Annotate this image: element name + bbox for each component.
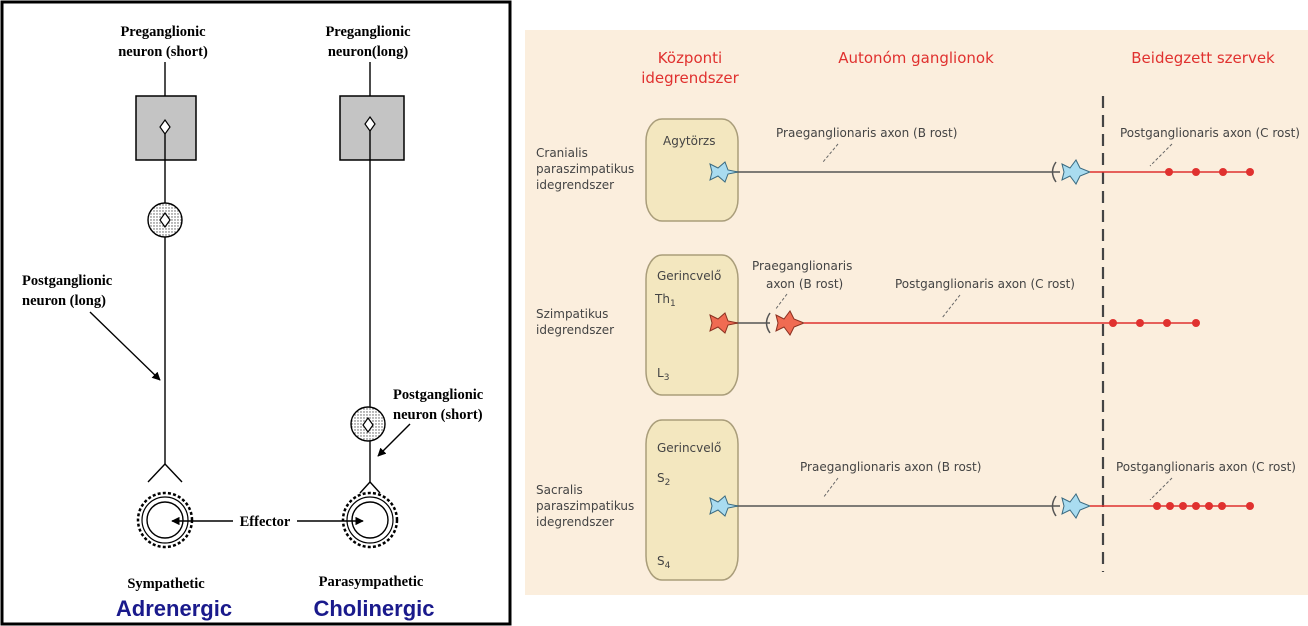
row1-varicosities — [1165, 168, 1254, 176]
row3-cns-label: Gerincvelő — [657, 441, 721, 455]
effector-sympathetic — [136, 491, 194, 549]
post-long-label-1: Postganglionic — [22, 273, 113, 289]
left-panel: Preganglionic neuron (short) Preganglion… — [0, 0, 512, 626]
row3-pre-label: Praeganglionaris axon (B rost) — [800, 460, 981, 474]
row2-cns-neuron — [709, 312, 739, 334]
row2-cns-label: Gerincvelő — [657, 269, 721, 283]
left-panel-border — [0, 0, 512, 626]
parasympathetic-label: Parasympathetic — [319, 574, 424, 590]
row1-system-3: idegrendszer — [536, 178, 614, 192]
row2-pre-pointer — [774, 293, 788, 311]
row1-synapse — [1051, 161, 1057, 183]
cns-cylinder-sacral — [645, 419, 739, 581]
row1-system-2: paraszimpatikus — [536, 162, 634, 176]
row1-pre-label: Praeganglionaris axon (B rost) — [776, 126, 957, 140]
effector-parasympathetic — [341, 491, 399, 549]
row1-system-1: Cranialis — [536, 146, 588, 160]
ganglion-marker-2 — [362, 416, 374, 434]
row3-cns-top-segment: S2 — [657, 471, 670, 488]
sympathetic-terminal-left — [147, 463, 166, 483]
pre-short-label-1: Preganglionic — [120, 24, 206, 40]
row3-cns-bottom-segment: S4 — [657, 554, 671, 571]
row3-system-2: paraszimpatikus — [536, 499, 634, 513]
row1-pre-pointer — [822, 143, 839, 163]
cholinergic-label: Cholinergic — [313, 596, 434, 621]
adrenergic-label: Adrenergic — [116, 596, 232, 621]
cns-cylinder-thoracolumbar — [645, 254, 739, 396]
parasympathetic-terminal-right — [369, 481, 381, 494]
row2-system-1: Szimpatikus — [536, 307, 608, 321]
ganglion-marker-1 — [159, 211, 171, 229]
post-short-label-2: neuron (short) — [393, 407, 483, 423]
row2-system-2: idegrendszer — [536, 323, 614, 337]
row3-system-3: idegrendszer — [536, 515, 614, 529]
cns-cylinder-brainstem — [645, 118, 739, 222]
header-central-1: Központi — [658, 49, 722, 67]
pre-long-label-1: Preganglionic — [325, 24, 411, 40]
row1-post-pointer — [1149, 143, 1173, 167]
post-long-label-2: neuron (long) — [22, 293, 106, 309]
row2-pre-label-1: Praeganglionaris — [752, 259, 852, 273]
pre-short-label-2: neuron (short) — [118, 44, 208, 60]
parasympathetic-terminal-left — [359, 481, 371, 494]
post-short-label-1: Postganglionic — [393, 387, 484, 403]
row3-varicosities — [1153, 502, 1254, 510]
header-central-2: idegrendszer — [641, 69, 739, 87]
row3-pre-pointer — [822, 477, 839, 499]
row2-varicosities — [1109, 319, 1200, 327]
pre-long-label-2: neuron(long) — [328, 44, 408, 60]
right-panel: Központi idegrendszer Autonóm ganglionok… — [525, 30, 1308, 595]
row1-ganglion-neuron — [1061, 159, 1092, 185]
header-organs: Beidegzett szervek — [1131, 49, 1275, 67]
row2-cns-top-segment: Th1 — [654, 292, 676, 309]
row2-synapse — [765, 312, 771, 334]
row3-post-label: Postganglionaris axon (C rost) — [1116, 460, 1296, 474]
post-long-arrow — [89, 311, 161, 381]
right-panel-background — [525, 30, 1308, 595]
row3-synapse — [1051, 495, 1057, 517]
effector-label: Effector — [240, 514, 291, 530]
row3-cns-neuron — [709, 495, 739, 517]
row3-system-1: Sacralis — [536, 483, 583, 497]
header-ganglia: Autonóm ganglionok — [838, 49, 994, 67]
sympathetic-label: Sympathetic — [127, 576, 205, 592]
post-short-arrow — [377, 423, 411, 457]
row2-pre-label-2: axon (B rost) — [766, 277, 843, 291]
row2-ganglion-neuron — [775, 310, 806, 336]
row3-post-pointer — [1149, 477, 1173, 501]
row2-post-label: Postganglionaris axon (C rost) — [895, 277, 1075, 291]
sympathetic-terminal-right — [164, 463, 183, 483]
row2-cns-bottom-segment: L3 — [657, 366, 669, 383]
row1-cns-label: Agytörzs — [663, 134, 715, 148]
row1-cns-neuron — [709, 161, 739, 183]
row3-ganglion-neuron — [1061, 493, 1092, 519]
row1-post-label: Postganglionaris axon (C rost) — [1120, 126, 1300, 140]
